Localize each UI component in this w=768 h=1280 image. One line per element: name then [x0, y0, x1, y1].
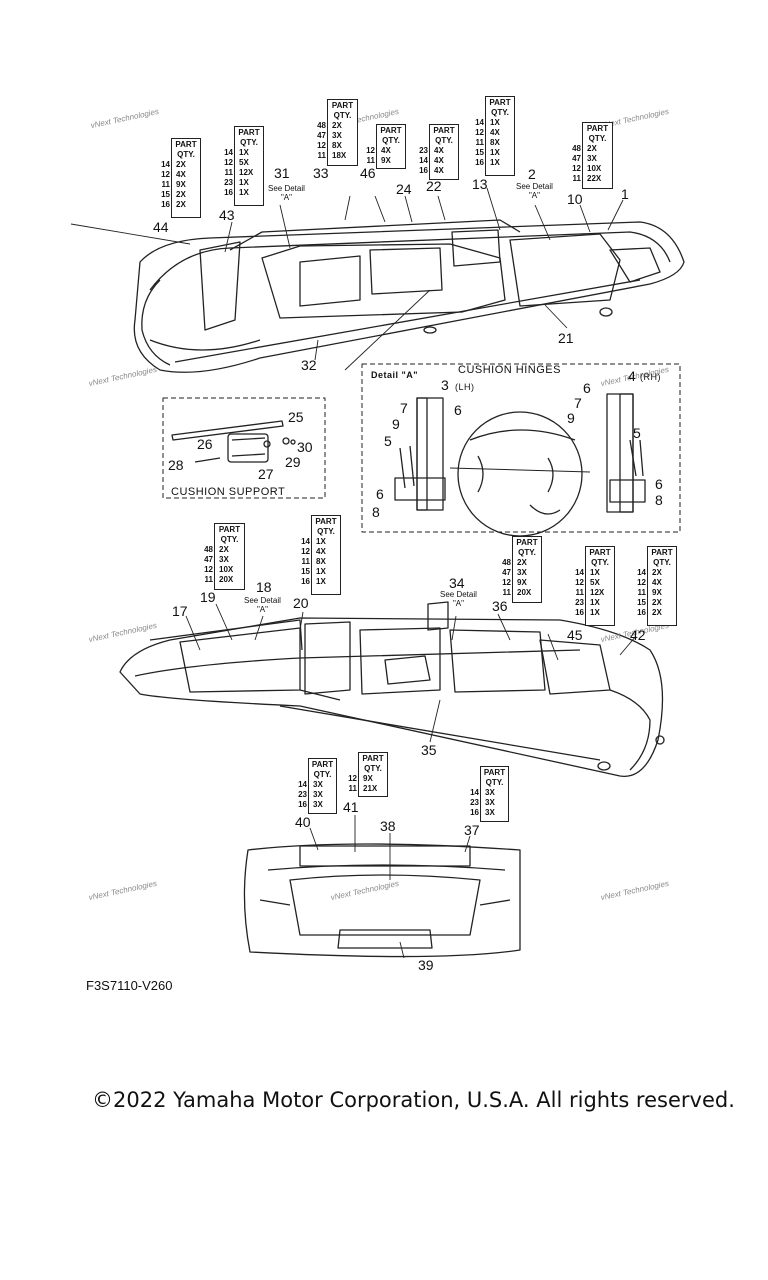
leader-lines-middle [185, 603, 637, 743]
callout-39: 39 [418, 957, 434, 973]
callout-21: 21 [558, 330, 574, 346]
callout-7: 7 [400, 400, 408, 416]
callout-6: 6 [376, 486, 384, 502]
boat-top-view [133, 219, 685, 373]
callout-5: 5 [384, 433, 392, 449]
callout-45: 45 [567, 627, 583, 643]
callout-27: 27 [258, 466, 274, 482]
callout-19: 19 [200, 589, 216, 605]
callout-20: 20 [293, 595, 309, 611]
callout-33: 33 [313, 165, 329, 181]
callout-26: 26 [197, 436, 213, 452]
cushion-support-label: CUSHION SUPPORT [171, 486, 286, 498]
callout-44: 44 [153, 219, 169, 235]
callout-29: 29 [285, 454, 301, 470]
callout-4: 4 [628, 368, 636, 384]
callout-1: 1 [621, 186, 629, 202]
cushion-support-parts [171, 420, 296, 463]
callout-3: 3 [441, 377, 449, 393]
callout-35: 35 [421, 742, 437, 758]
callout-41: 41 [343, 799, 359, 815]
callout-38: 38 [380, 818, 396, 834]
copyright-notice: ©2022 Yamaha Motor Corporation, U.S.A. A… [92, 1088, 735, 1112]
callout-5: 5 [633, 425, 641, 441]
cushion-hinges-label: CUSHION HINGES [458, 364, 561, 376]
callout-28: 28 [168, 457, 184, 473]
cushion-hinge-parts [394, 393, 646, 537]
callout-8: 8 [655, 492, 663, 508]
callout-13: 13 [472, 176, 488, 192]
detail-reference: See Detail"A" [440, 590, 477, 608]
callout-6: 6 [454, 402, 462, 418]
callout-8: 8 [372, 504, 380, 520]
callout-10: 10 [567, 191, 583, 207]
detail-a-label: Detail "A" [371, 370, 419, 380]
callout-31: 31 [274, 165, 290, 181]
callout-46: 46 [360, 165, 376, 181]
callout-17: 17 [172, 603, 188, 619]
rh-label: (RH) [640, 372, 661, 382]
callout-18: 18 [256, 579, 272, 595]
detail-reference: See Detail"A" [516, 182, 553, 200]
callout-6: 6 [583, 380, 591, 396]
diagram-code: F3S7110-V260 [86, 978, 173, 993]
callout-6: 6 [655, 476, 663, 492]
callout-30: 30 [297, 439, 313, 455]
lh-label: (LH) [455, 382, 475, 392]
callout-42: 42 [630, 627, 646, 643]
leader-lines-top [70, 187, 624, 371]
callout-24: 24 [396, 181, 412, 197]
boat-bottom-view [243, 843, 521, 958]
callout-2: 2 [528, 166, 536, 182]
callout-9: 9 [567, 410, 575, 426]
callout-7: 7 [574, 395, 582, 411]
callout-34: 34 [449, 575, 465, 591]
callout-37: 37 [464, 822, 480, 838]
callout-32: 32 [301, 357, 317, 373]
leader-lines-bottom [309, 815, 471, 959]
callout-36: 36 [492, 598, 508, 614]
callout-43: 43 [219, 207, 235, 223]
detail-reference: See Detail"A" [244, 596, 281, 614]
callout-25: 25 [288, 409, 304, 425]
boat-middle-view [119, 601, 665, 777]
callout-9: 9 [392, 416, 400, 432]
callout-22: 22 [426, 178, 442, 194]
detail-reference: See Detail"A" [268, 184, 305, 202]
callout-40: 40 [295, 814, 311, 830]
